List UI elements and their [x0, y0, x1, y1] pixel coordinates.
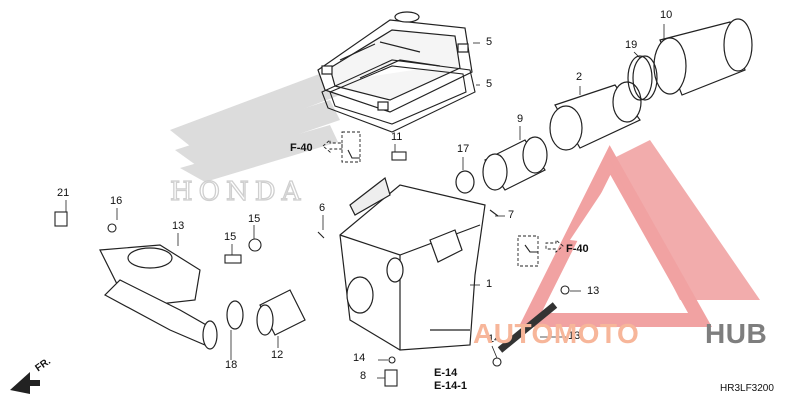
f40-reference-arrows [322, 131, 564, 267]
boot-10 [256, 289, 306, 336]
part-6 [384, 369, 398, 387]
callout-14: 14 [353, 352, 366, 364]
airbox-body [339, 176, 486, 351]
callout-12: 13 [568, 330, 581, 342]
callout-11: 13 [172, 220, 185, 232]
callout-6: 8 [360, 370, 367, 382]
filter-outer-cover [653, 18, 753, 96]
leader-lines [65, 24, 665, 379]
front-direction-arrow-icon [10, 372, 40, 394]
drain-hose-12 [497, 302, 558, 353]
callout-13-lower: 14 [488, 333, 501, 345]
callout-2: 2 [576, 71, 583, 83]
small-parts [54, 149, 570, 387]
band-clamp-20 [627, 55, 658, 101]
grommet-f40-left [347, 149, 360, 159]
part-5b [489, 209, 499, 217]
watermark-logo [518, 140, 760, 327]
callout-7: 9 [517, 113, 524, 125]
ref-f40-left: F-40 [290, 142, 313, 154]
clamp-19 [226, 300, 244, 330]
callout-8: 10 [660, 9, 673, 21]
part-5a [317, 231, 325, 239]
part-14 [388, 356, 396, 364]
airbox-gasket [321, 59, 476, 133]
clamp-18 [455, 170, 475, 194]
callout-1: 1 [486, 278, 493, 290]
part-15 [224, 254, 242, 264]
callout-4: 5 [486, 78, 493, 90]
airbox-cover [317, 11, 473, 113]
connecting-tube-7 [482, 136, 548, 191]
callout-5-left: 6 [319, 202, 326, 214]
part-9 [391, 151, 407, 161]
callout-9: 11 [391, 131, 403, 143]
ref-e14: E-14 [434, 367, 458, 379]
honda-text-background: HONDA [170, 177, 306, 207]
honda-wing-background [170, 70, 340, 182]
callout-5-right: 7 [508, 209, 515, 221]
part-16 [248, 238, 262, 252]
callout-19: 18 [225, 359, 238, 371]
callout-13-upper: 13 [587, 285, 600, 297]
clip-13b [492, 357, 502, 367]
air-filter-element [549, 81, 642, 151]
part-17 [107, 223, 117, 233]
callout-3: 5 [486, 36, 493, 48]
callout-21: 21 [57, 187, 70, 199]
clip-13a [560, 285, 570, 295]
callout-18: 17 [457, 143, 470, 155]
callout-17: 16 [110, 195, 123, 207]
grommet-f40-right [524, 244, 538, 253]
callout-16: 15 [248, 213, 261, 225]
part-21 [54, 211, 68, 227]
ref-f40-right: F-40 [566, 243, 589, 255]
callout-20: 19 [625, 39, 638, 51]
callout-10: 12 [271, 349, 284, 361]
watermark-text-hub: HUB [705, 318, 768, 349]
watermark-text-automoto: AUTOMOTO [473, 318, 640, 349]
diagram-code: HR3LF3200 [720, 383, 774, 394]
callout-15: 15 [224, 231, 237, 243]
inlet-duct-11 [99, 244, 218, 350]
ref-e14-1: E-14-1 [434, 380, 468, 392]
